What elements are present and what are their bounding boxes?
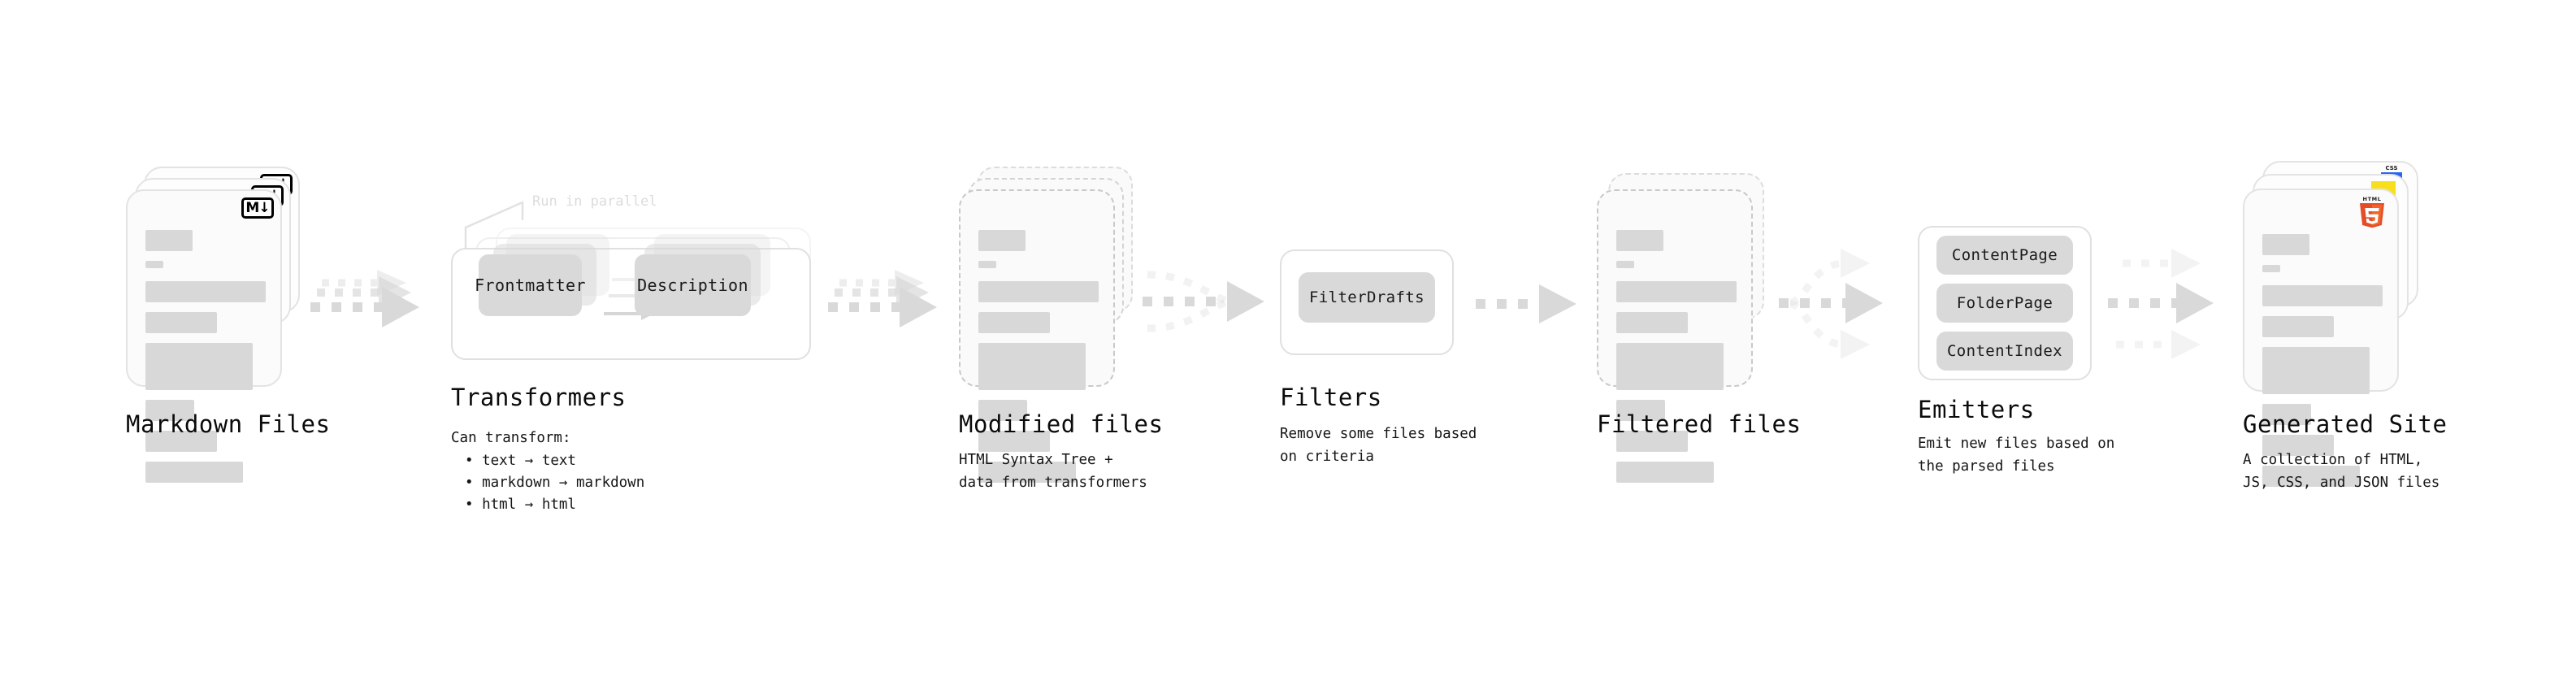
stage-title-transformers: Transformers [451,384,627,411]
skeleton-bar [145,431,217,452]
modified-file-card-front [959,189,1115,483]
skeleton-bar [2262,435,2334,456]
stage-subtitle-filters: Remove some files based on criteria [1280,426,1477,466]
skeleton-bar [978,281,1099,302]
skeleton-bar [1616,462,1714,483]
emitter-chip-folderpage[interactable]: FolderPage [1936,284,2073,323]
skeleton-bar [2262,316,2334,337]
skeleton-bar [2262,347,2370,394]
skeleton-bar [978,261,996,268]
transformers-bullet-3: • html → html [465,497,576,513]
html5-icon: HTML [2358,195,2386,228]
stage-title-markdown-files: Markdown Files [126,410,331,438]
skeleton-bar [145,281,266,302]
skeleton-bar [978,431,1050,452]
skeleton-bar [1616,261,1634,268]
stage-title-generated-site: Generated Site [2243,410,2448,438]
stage-title-modified-files: Modified files [959,410,1164,438]
skeleton-bar [2262,285,2383,306]
skeleton-bar [1616,312,1688,333]
filtered-file-skeleton [1616,230,1737,492]
connector-filtered-to-emitters [1779,249,1883,359]
connector-emitters-to-site [2108,249,2214,359]
transformers-bullet-2: • markdown → markdown [465,475,645,491]
emitter-chip-contentindex[interactable]: ContentIndex [1936,332,2073,371]
markdown-file-card-front [126,189,282,483]
stage-subtitle-modified-files: HTML Syntax Tree + data from transformer… [959,452,1147,492]
connector-filters-to-filtered [1476,284,1576,323]
transformers-bullet-1: • text → text [465,453,576,469]
transformer-chip-description[interactable]: Description [635,254,751,316]
skeleton-bar [145,230,193,251]
modified-file-skeleton [978,230,1099,492]
connector-md-to-transformers [310,270,419,327]
stage-subtitle-generated-site: A collection of HTML, JS, CSS, and JSON … [2243,452,2440,492]
stage-title-filtered-files: Filtered files [1597,410,1802,438]
stage-title-filters: Filters [1280,384,1382,411]
skeleton-bar [145,343,253,390]
filtered-file-card-front [1597,189,1753,483]
skeleton-bar [978,400,1027,421]
skeleton-bar [145,312,217,333]
skeleton-bar [2262,404,2311,425]
markdown-icon: M↓ [241,197,274,219]
skeleton-bar [978,462,1076,483]
skeleton-bar [978,230,1026,251]
stage-subtitle-transformers: Can transform: [451,430,571,446]
skeleton-bar [978,343,1086,390]
filter-chip-filterdrafts[interactable]: FilterDrafts [1299,272,1435,323]
skeleton-bar [145,462,243,483]
skeleton-bar [2262,234,2309,255]
generated-file-skeleton [2262,234,2383,497]
skeleton-bar [145,400,194,421]
emitter-chip-contentpage[interactable]: ContentPage [1936,236,2073,275]
transformer-chip-frontmatter[interactable]: Frontmatter [475,254,586,316]
stage-title-emitters: Emitters [1918,396,2035,423]
stage-subtitle-emitters: Emit new files based on the parsed files [1918,436,2115,475]
connector-modified-to-filters [1143,271,1264,332]
skeleton-bar [1616,400,1665,421]
skeleton-bar [1616,281,1737,302]
connector-transformers-to-modified [828,270,937,327]
skeleton-bar [1616,230,1663,251]
svg-text:HTML: HTML [2363,196,2382,202]
skeleton-bar [1616,431,1688,452]
skeleton-bar [2262,265,2280,272]
skeleton-bar [145,261,163,268]
skeleton-bar [1616,343,1724,390]
run-in-parallel-annotation: Run in parallel [532,193,657,210]
markdown-file-skeleton [145,230,266,492]
skeleton-bar [978,312,1050,333]
css-icon-label: CSS [2385,165,2398,171]
skeleton-bar [2262,466,2360,487]
